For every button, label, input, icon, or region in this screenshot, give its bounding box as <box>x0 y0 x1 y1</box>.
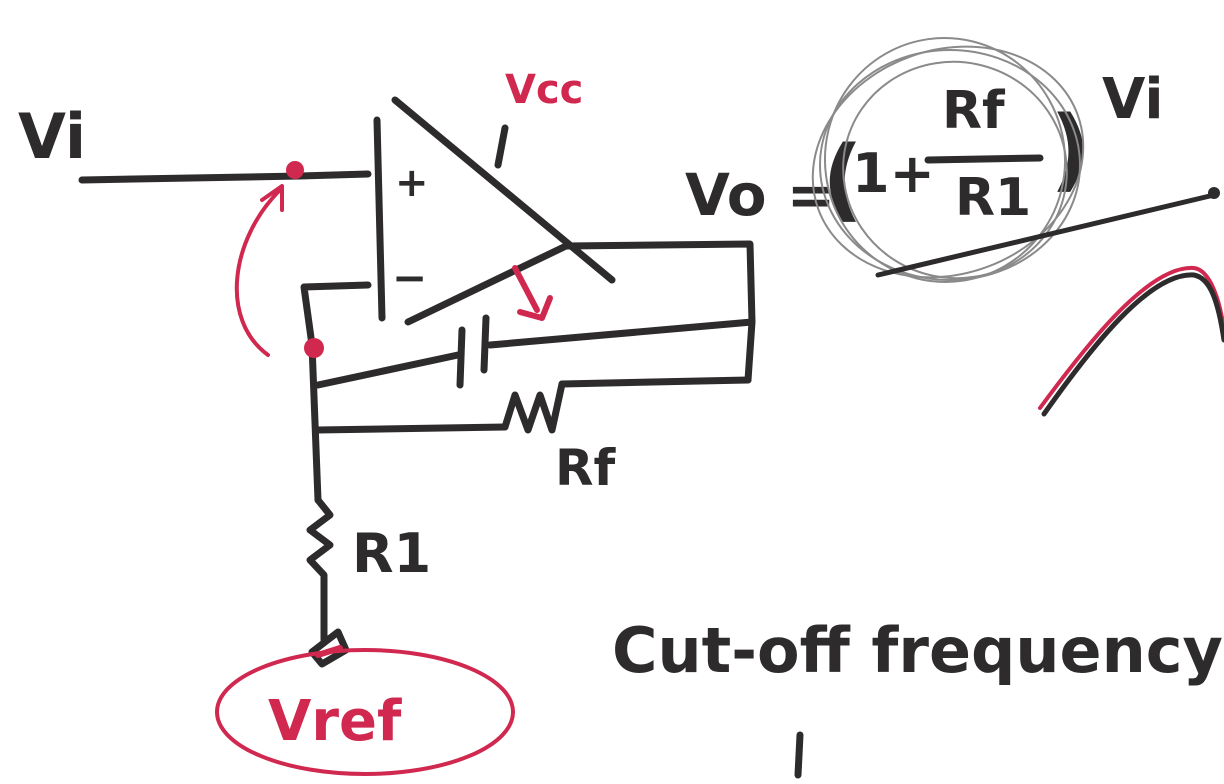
minus-terminal-label: − <box>392 253 427 302</box>
formula-fraction-bar <box>924 154 1044 164</box>
plus-terminal-label: + <box>395 160 429 206</box>
output-pointer <box>512 265 540 313</box>
pencil-circle <box>819 49 1081 281</box>
response-curve-black <box>1041 272 1224 417</box>
vref-circle <box>215 648 515 776</box>
r1-resistor <box>306 496 334 644</box>
opamp-left-edge <box>373 116 386 322</box>
input-wire <box>78 170 372 184</box>
r1-label: R1 <box>352 522 431 585</box>
formula-factor: Vi <box>1102 67 1164 132</box>
inverting-node-dot <box>304 338 324 358</box>
capacitor-branch-wire <box>314 351 462 389</box>
vcc-pin <box>494 124 509 169</box>
formula-open-paren: ( <box>822 127 863 232</box>
input-label: Vi <box>18 100 86 173</box>
input-arrow-head <box>260 184 284 212</box>
sketch-line-end-dot <box>1208 187 1220 199</box>
formula-numerator: Rf <box>942 81 1006 141</box>
pencil-circle <box>811 45 1085 279</box>
vref-label: Vref <box>268 689 402 754</box>
formula-lhs: Vo = <box>685 161 835 229</box>
rf-left-wire <box>314 423 509 434</box>
pencil-circle <box>842 60 1068 280</box>
stray-mark <box>794 731 804 779</box>
output-pointer-head <box>517 295 553 321</box>
response-curve-red <box>1038 265 1224 410</box>
inverting-input-wire <box>300 281 372 504</box>
input-arrow <box>234 188 282 357</box>
vcc-label: Vcc <box>505 67 583 113</box>
input-node-dot <box>286 161 304 179</box>
capacitor-plate-right <box>480 314 490 374</box>
sketch-line <box>875 192 1217 278</box>
rf-resistor <box>501 380 566 434</box>
capacitor-right-wire <box>486 318 756 349</box>
capacitor-plate-left <box>456 326 466 389</box>
opamp-top-edge <box>391 96 616 284</box>
cutoff-note: Cut-off frequency <box>612 614 1223 687</box>
rf-right-wire <box>558 376 752 388</box>
output-wire <box>562 240 756 384</box>
formula-denominator: R1 <box>955 168 1031 228</box>
formula-one-plus: 1+ <box>852 142 935 205</box>
opamp-bottom-edge <box>404 242 570 326</box>
rf-label: Rf <box>555 439 617 497</box>
